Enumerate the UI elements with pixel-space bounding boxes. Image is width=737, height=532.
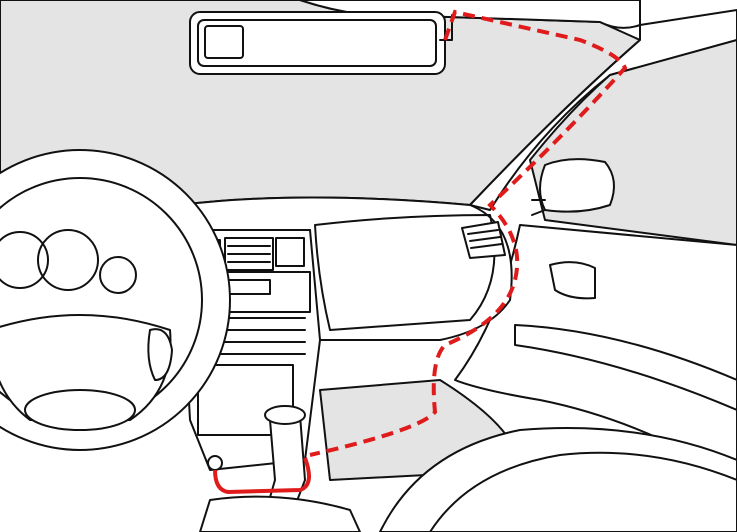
cable-solid [213,457,311,495]
dashcam [204,25,244,59]
gear-shifter [199,405,361,532]
side-mirror-mount [531,199,546,216]
power-socket [207,455,223,471]
armrest [514,324,737,411]
glovebox [314,214,496,331]
rearview-mirror [189,11,446,75]
steering-wheel [0,149,231,451]
seat-seam [429,451,737,532]
passenger-seat [379,427,737,532]
a-pillar [469,9,737,211]
side-mirror [539,158,615,213]
mirror-mount [439,14,453,41]
cable-dashed [309,9,628,457]
rearview-mirror-inner [197,19,437,67]
passenger-vent [461,221,506,259]
door-handle [549,261,596,300]
